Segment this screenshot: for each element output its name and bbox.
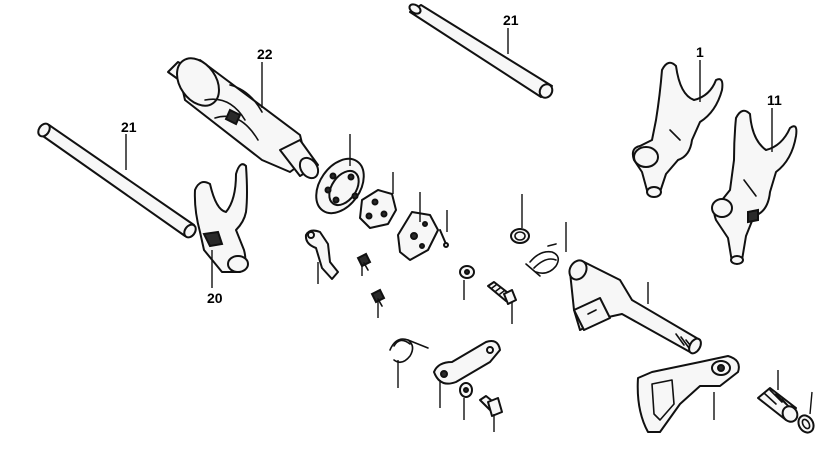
part-7-stopper-plate bbox=[397, 211, 439, 261]
callout-3: 20 bbox=[207, 290, 223, 306]
part-18-washer-upper bbox=[459, 265, 475, 279]
part-12-gearshift-pedal bbox=[636, 355, 740, 433]
part-20-screw-upper bbox=[356, 252, 372, 271]
part-21-circlip-upper bbox=[510, 228, 530, 244]
part-19-bearing bbox=[315, 157, 365, 215]
part-4-shift-fork-shaft bbox=[37, 122, 197, 239]
callout-2: 11 bbox=[767, 92, 782, 108]
part-13-pedal-rubber bbox=[757, 387, 799, 423]
callout-5: 21 bbox=[503, 12, 519, 28]
part-22-pin bbox=[439, 229, 449, 248]
callout-4: 21 bbox=[121, 119, 137, 135]
part-9-link-arm bbox=[433, 340, 501, 385]
part-21-circlip-lower bbox=[797, 414, 815, 434]
part-1-shift-fork bbox=[631, 61, 724, 198]
leader-lines bbox=[125, 28, 813, 432]
part-18-washer-lower bbox=[459, 382, 473, 398]
callout-1: 1 bbox=[696, 44, 704, 60]
part-10-spring bbox=[389, 338, 429, 364]
part-3-shift-fork bbox=[193, 163, 249, 273]
part-2-shift-fork bbox=[711, 109, 798, 265]
part-16-bolt bbox=[487, 281, 517, 305]
part-17-bolt bbox=[479, 395, 503, 417]
callout-labels: 1 11 20 21 21 22 bbox=[121, 12, 782, 306]
part-8-cam-plate bbox=[359, 189, 397, 229]
part-6-shift-drum bbox=[167, 57, 320, 180]
part-11-gearshift-spindle bbox=[568, 259, 702, 355]
callout-6: 22 bbox=[257, 46, 273, 62]
part-20-screw-lower bbox=[370, 288, 386, 307]
part-14-return-spring bbox=[525, 243, 560, 277]
part-15-stopper-arm bbox=[304, 229, 339, 280]
part-5-shift-fork-shaft bbox=[408, 3, 554, 99]
